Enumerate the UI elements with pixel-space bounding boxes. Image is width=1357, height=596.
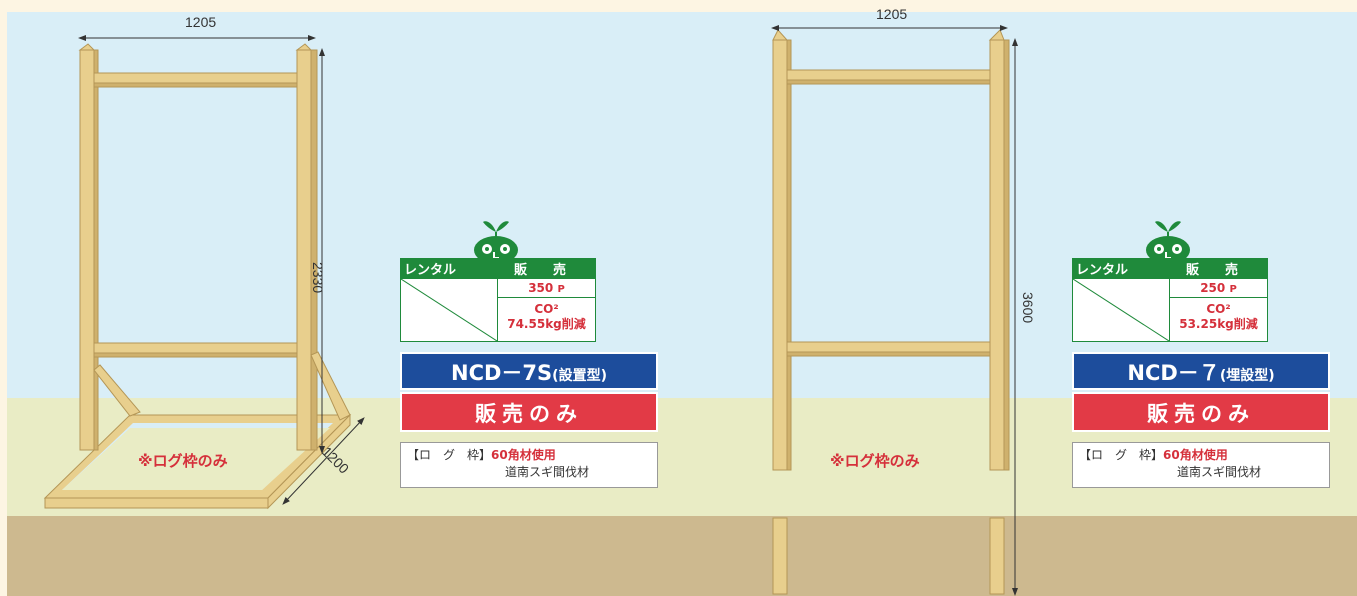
rental-label: レンタル bbox=[1076, 263, 1129, 278]
points-cell: 250 P bbox=[1170, 279, 1267, 298]
dim-left-width: 1205 bbox=[185, 14, 217, 30]
sale-label: 販 売 bbox=[514, 263, 567, 278]
log-frame-buried bbox=[772, 29, 1010, 595]
points-cell: 350 P bbox=[498, 279, 595, 298]
material-box: 【ロ グ 枠】60角材使用 道南スギ間伐材 bbox=[1072, 442, 1330, 488]
co2-label: CO² bbox=[534, 302, 559, 316]
price-table-header: レンタル 販 売 bbox=[1072, 258, 1268, 278]
co2-reduction: 74.55kg削減 bbox=[507, 317, 586, 331]
material-box: 【ロ グ 枠】60角材使用 道南スギ間伐材 bbox=[400, 442, 658, 488]
price-table-header: レンタル 販 売 bbox=[400, 258, 596, 278]
dim-right-width: 1205 bbox=[876, 6, 908, 22]
model-banner: NCD－7S(設置型) bbox=[400, 352, 658, 390]
log-frame-standing bbox=[43, 43, 352, 510]
price-table: レンタル 販 売 350 P CO² 74.55kg削減 bbox=[400, 258, 596, 342]
price-table-body: 350 P CO² 74.55kg削減 bbox=[400, 278, 596, 342]
note-log-frame-only: ※ログ枠のみ bbox=[830, 452, 920, 470]
note-log-frame-only: ※ログ枠のみ bbox=[138, 452, 228, 470]
dim-right-height: 3600 bbox=[1020, 292, 1036, 324]
rental-na-cell bbox=[400, 278, 498, 342]
co2-cell: CO² 74.55kg削減 bbox=[498, 298, 595, 341]
sprout-mascot-icon bbox=[1146, 221, 1190, 264]
model-banner: NCD－７(埋設型) bbox=[1072, 352, 1330, 390]
diagonal-slash bbox=[1072, 278, 1170, 342]
co2-cell: CO² 53.25kg削減 bbox=[1170, 298, 1267, 341]
price-table-body: 250 P CO² 53.25kg削減 bbox=[1072, 278, 1268, 342]
diagonal-slash bbox=[400, 278, 498, 342]
sale-label: 販 売 bbox=[1186, 263, 1239, 278]
sale-only-banner: 販売のみ bbox=[1072, 392, 1330, 432]
soil-band bbox=[7, 516, 1357, 596]
sale-only-banner: 販売のみ bbox=[400, 392, 658, 432]
dimension-lines bbox=[78, 25, 1018, 596]
rental-label: レンタル bbox=[404, 263, 457, 278]
co2-label: CO² bbox=[1206, 302, 1231, 316]
dim-left-height: 2330 bbox=[310, 262, 326, 294]
price-table: レンタル 販 売 250 P CO² 53.25kg削減 bbox=[1072, 258, 1268, 342]
co2-reduction: 53.25kg削減 bbox=[1179, 317, 1258, 331]
rental-na-cell bbox=[1072, 278, 1170, 342]
sprout-mascot-icon bbox=[474, 221, 518, 264]
